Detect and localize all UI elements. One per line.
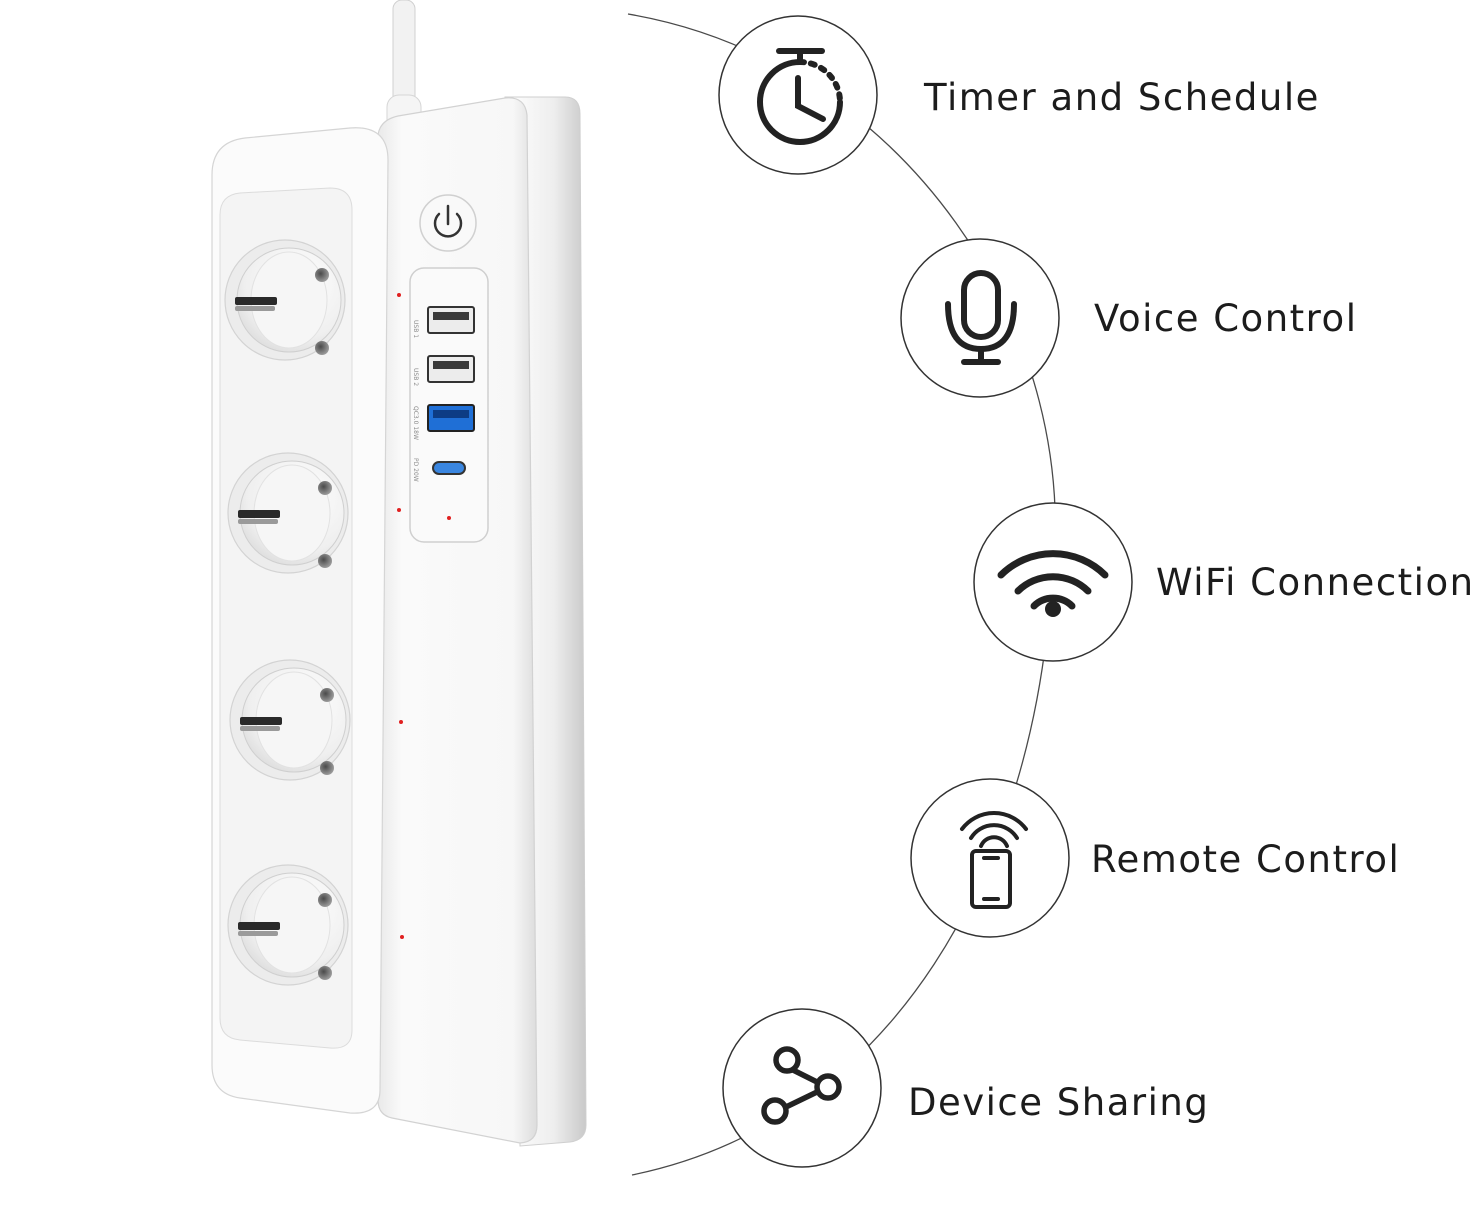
microphone-icon <box>945 270 1017 365</box>
power-icon <box>433 204 463 238</box>
schuko-socket-1 <box>224 239 346 361</box>
usb-c-port <box>432 461 466 475</box>
usb-port-1 <box>427 306 475 334</box>
stopwatch-icon <box>757 48 843 145</box>
power-button <box>419 194 477 252</box>
usb-port-qc <box>427 404 475 432</box>
power-strip-body <box>377 97 538 1144</box>
svg-text:QC3.0 18W: QC3.0 18W <box>412 406 419 440</box>
wifi-icon <box>997 550 1109 610</box>
schuko-socket-3 <box>229 659 351 781</box>
indicator-lights <box>397 293 404 939</box>
feature-icon-sharing <box>722 1008 882 1168</box>
usb-port-2 <box>427 355 475 383</box>
schuko-socket-4 <box>227 864 349 986</box>
schuko-socket-2 <box>227 452 349 574</box>
socket-panel <box>211 127 389 1114</box>
smartphone-remote-icon <box>960 811 1028 909</box>
svg-text:USB 2: USB 2 <box>412 368 419 386</box>
feature-icon-timer <box>718 15 878 175</box>
usb-module: USB 1 USB 2 QC3.0 18W PD 20W <box>409 267 489 543</box>
share-icon <box>761 1046 842 1125</box>
svg-text:PD 20W: PD 20W <box>412 458 419 482</box>
feature-icon-voice <box>900 238 1060 398</box>
socket-group <box>224 239 351 986</box>
svg-text:USB 1: USB 1 <box>412 320 419 338</box>
feature-icon-wifi <box>973 502 1133 662</box>
feature-icon-remote <box>910 778 1070 938</box>
